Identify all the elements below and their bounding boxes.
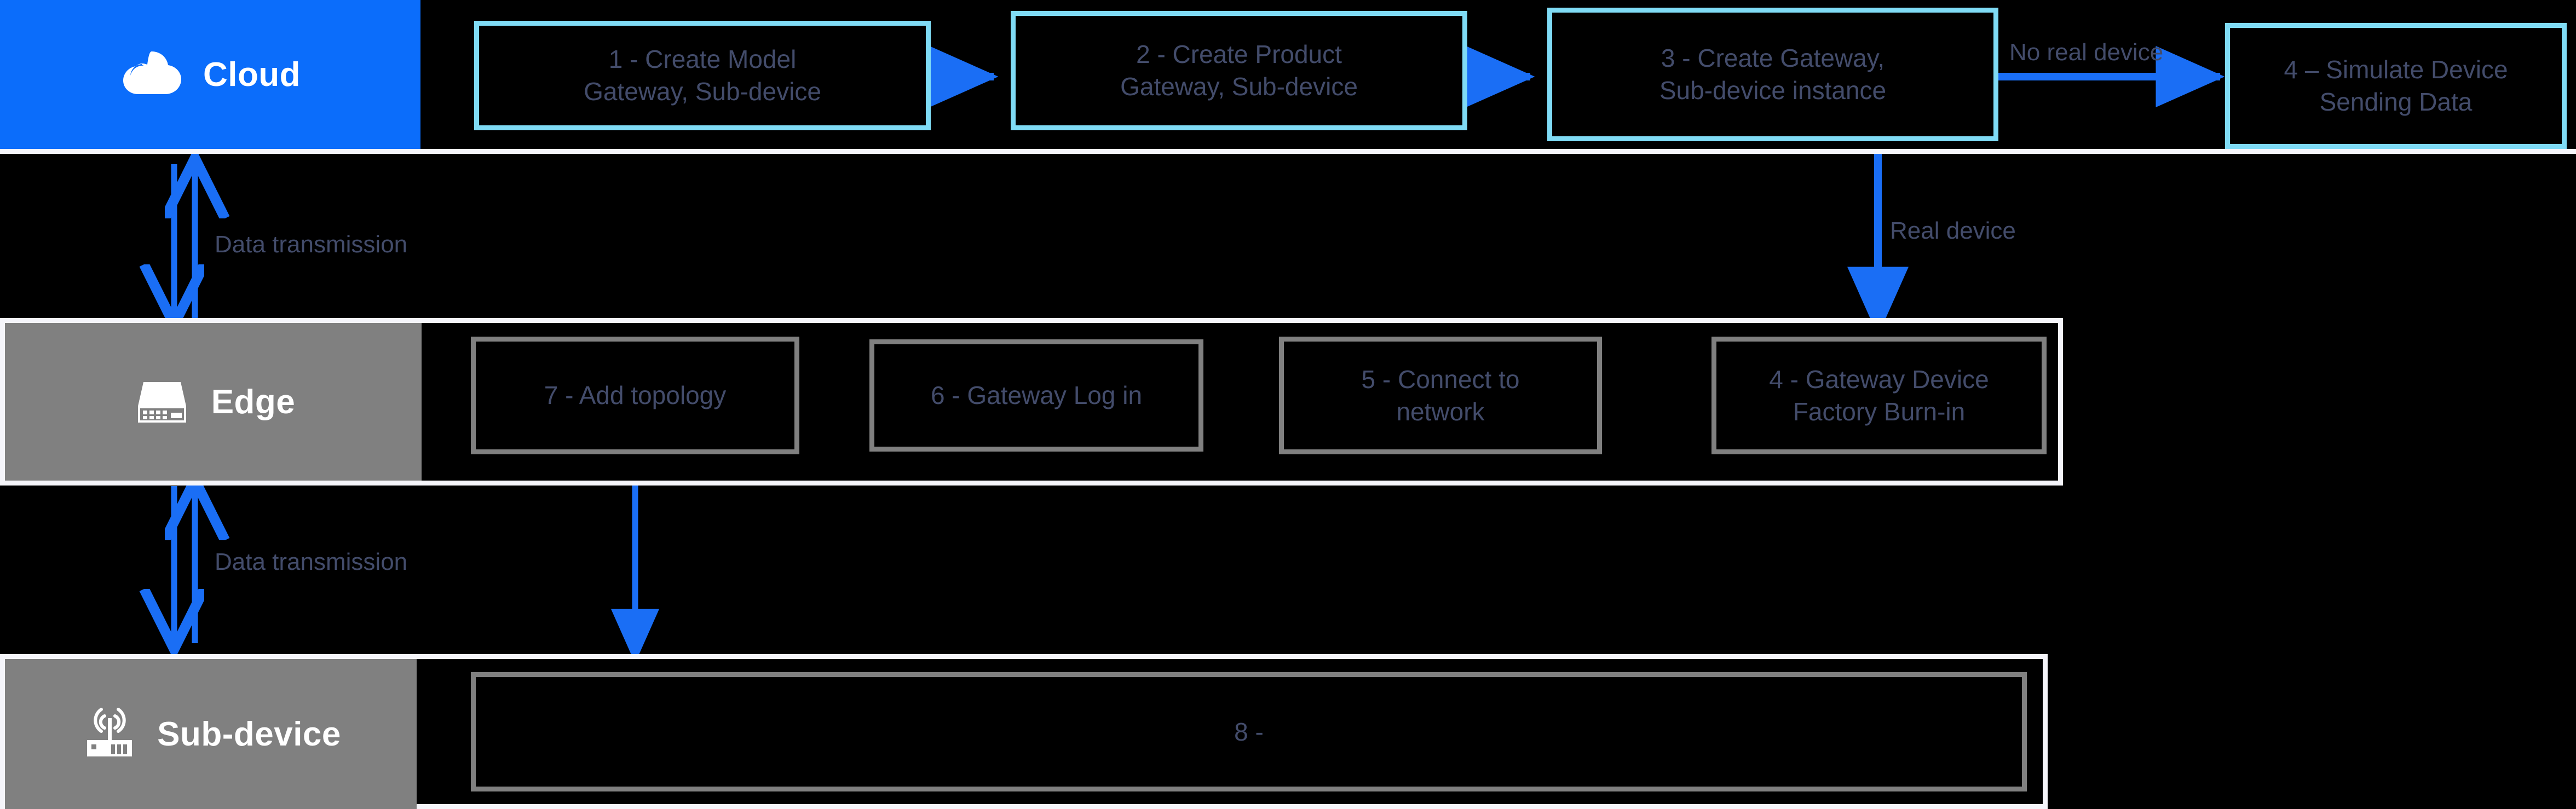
- process-box-step8-line1: 8 -: [1234, 717, 1264, 746]
- process-box-step7[interactable]: 7 - Add topology: [471, 337, 799, 454]
- process-box-step6[interactable]: 6 - Gateway Log in: [869, 339, 1203, 452]
- process-box-step2-line1: 2 - Create Product: [1136, 40, 1342, 69]
- cloud-icon: [120, 48, 185, 101]
- sub-device-antenna-icon: [80, 703, 139, 766]
- process-box-step5[interactable]: 5 - Connect to network: [1279, 337, 1602, 454]
- process-box-step5-line1: 5 - Connect to: [1361, 365, 1520, 394]
- process-box-step4-burn-in-line2: Factory Burn-in: [1793, 397, 1966, 426]
- process-box-step1[interactable]: 1 - Create Model Gateway, Sub-device: [474, 21, 931, 130]
- process-box-step3-line2: Sub-device instance: [1659, 76, 1887, 105]
- process-box-step4-burn-in-line1: 4 - Gateway Device: [1769, 365, 1989, 394]
- connector-label-data-transmission-edge-subdevice: Data transmission: [215, 548, 408, 575]
- process-box-step4-simulate-line1: 4 – Simulate Device: [2284, 55, 2508, 84]
- connector-label-no-real-device: No real device: [2009, 39, 2164, 66]
- process-box-step2[interactable]: 2 - Create Product Gateway, Sub-device: [1011, 11, 1467, 130]
- process-box-step4-simulate[interactable]: 4 – Simulate Device Sending Data: [2225, 23, 2567, 149]
- process-box-step8[interactable]: 8 -: [471, 672, 2027, 791]
- edge-gateway-icon: [131, 374, 193, 430]
- process-box-step6-line1: 6 - Gateway Log in: [930, 381, 1143, 410]
- lane-edge: Edge: [5, 323, 422, 481]
- process-box-step1-line2: Gateway, Sub-device: [584, 77, 821, 106]
- process-box-step1-line1: 1 - Create Model: [608, 45, 797, 74]
- lane-cloud-label: Cloud: [203, 55, 301, 94]
- lane-edge-label: Edge: [211, 383, 296, 421]
- process-box-step5-line2: network: [1396, 397, 1485, 426]
- connector-label-data-transmission-cloud-edge: Data transmission: [215, 231, 408, 258]
- process-box-step3-line1: 3 - Create Gateway,: [1661, 44, 1885, 73]
- lane-subdevice-label: Sub-device: [157, 715, 341, 753]
- connector-label-real-device: Real device: [1890, 217, 2016, 244]
- process-box-step7-line1: 7 - Add topology: [544, 381, 727, 410]
- lane-subdevice: Sub-device: [5, 659, 417, 809]
- process-box-step3[interactable]: 3 - Create Gateway, Sub-device instance: [1547, 8, 1998, 141]
- process-box-step4-simulate-line2: Sending Data: [2319, 88, 2473, 116]
- process-box-step2-line2: Gateway, Sub-device: [1120, 72, 1358, 101]
- row-divider-cloud-bottom: [0, 149, 2576, 154]
- lane-cloud: Cloud: [0, 0, 420, 149]
- process-box-step4-burn-in[interactable]: 4 - Gateway Device Factory Burn-in: [1711, 337, 2047, 454]
